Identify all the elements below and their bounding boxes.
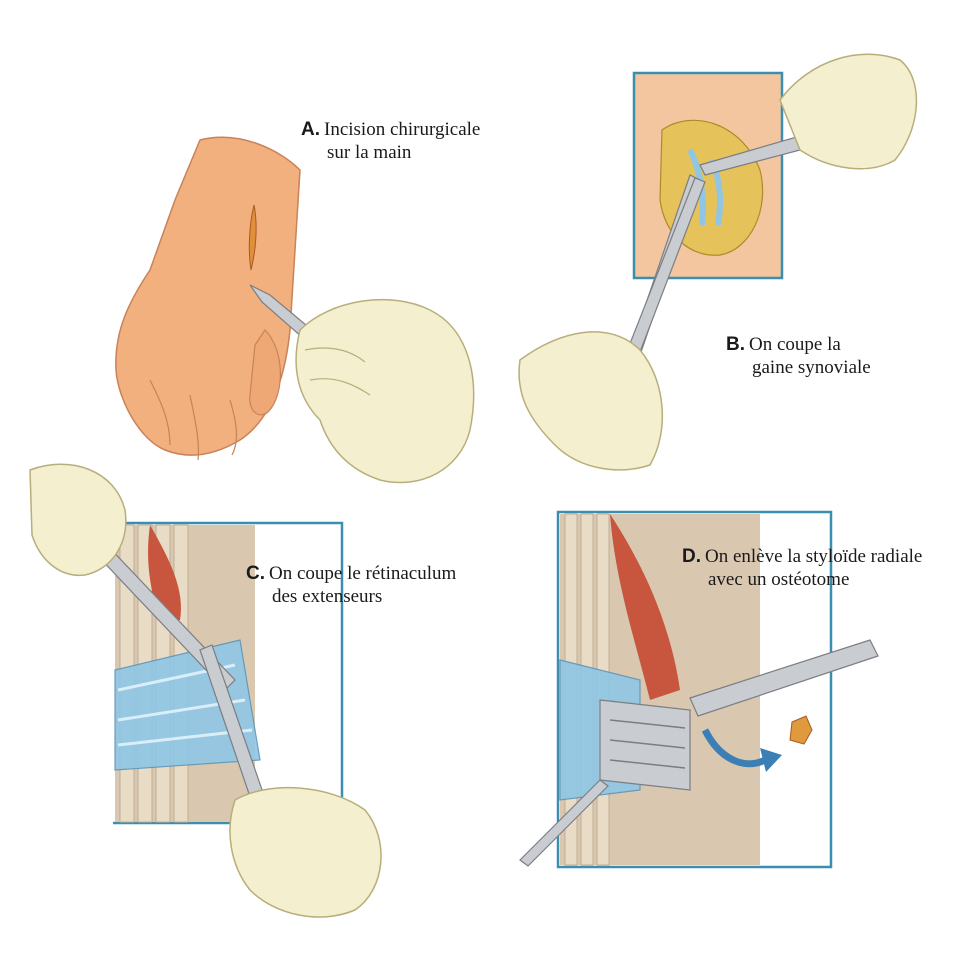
caption-d-line2: avec un ostéotome [708,569,850,590]
panel-c-drawing [29,463,382,918]
surgeon-glove-c-lower [229,786,382,918]
osteotome [689,639,879,717]
caption-c-line2: des extenseurs [272,586,383,607]
caption-b-line2: gaine synoviale [752,357,871,378]
styloid-fragment [789,715,813,745]
caption-d: D.On enlève la styloïde radiale avec un … [682,545,922,591]
caption-d-line1: On enlève la styloïde radiale [705,546,923,567]
caption-a-letter: A. [301,119,320,140]
caption-b: B.On coupe la gaine synoviale [726,333,871,379]
caption-c-letter: C. [246,563,265,584]
caption-a-line1: Incision chirurgicale [324,119,481,140]
panel-b-drawing [518,53,918,471]
caption-a-line2: sur la main [327,142,412,163]
surgeon-glove-b-lower [518,331,664,471]
surgeon-glove-a [295,298,475,484]
caption-b-letter: B. [726,334,745,355]
panel-a-drawing [115,136,475,484]
incision-line [248,204,257,271]
surgeon-glove-b-upper [779,53,918,170]
surgeon-glove-c-upper [29,463,127,576]
caption-d-letter: D. [682,546,701,567]
caption-c: C.On coupe le rétinaculum des extenseurs [246,562,456,608]
caption-a: A.Incision chirurgicale sur la main [301,118,480,164]
caption-c-line1: On coupe le rétinaculum [269,563,457,584]
removal-arrow [701,728,767,768]
caption-b-line1: On coupe la [749,334,841,355]
panel-d-drawing [519,510,879,869]
